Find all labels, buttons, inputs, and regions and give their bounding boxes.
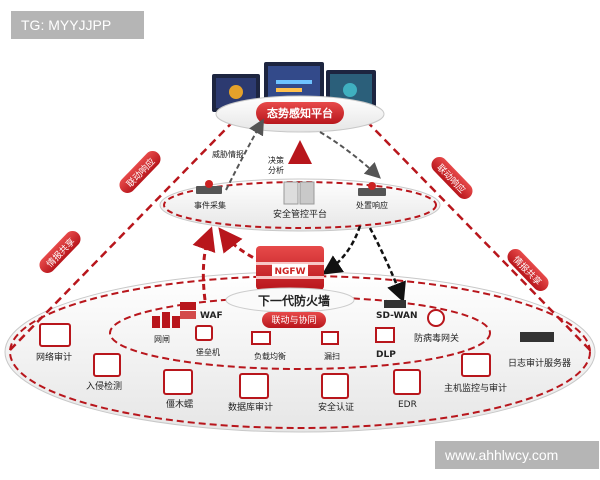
response-label: 处置响应: [356, 200, 388, 210]
edr-label: EDR: [398, 400, 417, 410]
svg-text:态势感知平台: 态势感知平台: [267, 106, 333, 120]
event-collect-device: [196, 180, 222, 194]
linkage-pill: 联动与协同: [262, 312, 326, 328]
host-monitor-label: 主机监控与审计: [444, 382, 507, 394]
ngfw-badge: NGFW: [275, 267, 306, 277]
auth-icon: [321, 373, 349, 399]
watermark-bottom-right: www.ahhlwcy.com: [435, 441, 599, 469]
bastion-icon: [195, 325, 213, 341]
gateway-label: 网闸: [154, 335, 170, 344]
load-balance-icon: [251, 331, 271, 345]
side-pill-right-lower: 情报共享: [507, 249, 549, 291]
pyramid-left-line: [9, 95, 259, 351]
dlp-icon: [375, 327, 395, 343]
log-server-label: 日志审计服务器: [508, 357, 571, 369]
arrow-response-down: [319, 131, 381, 179]
decision-label-2: 分析: [268, 165, 284, 175]
intrusion-label: 入侵检测: [86, 380, 122, 392]
core-label: 下一代防火墙: [258, 293, 330, 308]
antivirus-icon: [427, 309, 445, 327]
auth-label: 安全认证: [318, 401, 354, 413]
net-audit-label: 网络审计: [36, 351, 72, 363]
pyramid-right-line: [341, 95, 591, 351]
arrow-left-up: [192, 226, 216, 301]
antivirus-label: 防病毒网关: [414, 332, 459, 344]
sdwan-label: SD-WAN: [376, 311, 417, 321]
scan-icon: [321, 331, 339, 345]
response-device: [358, 182, 386, 196]
side-pill-right-upper: 联动响应: [431, 157, 473, 199]
host-monitor-icon: [461, 353, 491, 377]
side-pill-left-upper: 联动响应: [119, 151, 161, 193]
mid-platform-label: 安全管控平台: [273, 208, 327, 220]
scan-label: 漏扫: [324, 351, 340, 361]
bastion-label: 堡垒机: [196, 347, 220, 357]
mid-server-icon: [283, 181, 315, 205]
log-server-icon: [520, 332, 554, 342]
decision-label-1: 决策: [268, 155, 284, 165]
edr-icon: [393, 369, 421, 395]
arrow-threat-intel: [225, 118, 264, 191]
net-audit-icon: [39, 323, 71, 347]
waf-label: WAF: [200, 311, 223, 321]
zombie-label: 僵木蠕: [166, 398, 193, 410]
intrusion-icon: [93, 353, 121, 377]
load-balance-label: 负载均衡: [254, 351, 286, 361]
gateway-icon: [152, 312, 180, 328]
dlp-label: DLP: [376, 350, 396, 360]
threat-intel-label: 威胁情报: [212, 149, 244, 159]
db-audit-label: 数据库审计: [228, 401, 273, 413]
watermark-top-left: TG: MYYJJPP: [11, 11, 144, 39]
zombie-icon: [163, 369, 193, 395]
side-pill-left-lower: 情报共享: [39, 231, 81, 273]
event-collect-label: 事件采集: [194, 200, 226, 210]
sdwan-icon: [384, 300, 406, 308]
db-audit-icon: [239, 373, 269, 399]
arrow-right-down: [321, 225, 362, 275]
top-platform-pill: 态势感知平台: [256, 102, 344, 124]
svg-text:联动与协同: 联动与协同: [271, 314, 316, 326]
waf-icon: [180, 302, 196, 319]
ngfw-device: NGFW: [256, 246, 324, 290]
